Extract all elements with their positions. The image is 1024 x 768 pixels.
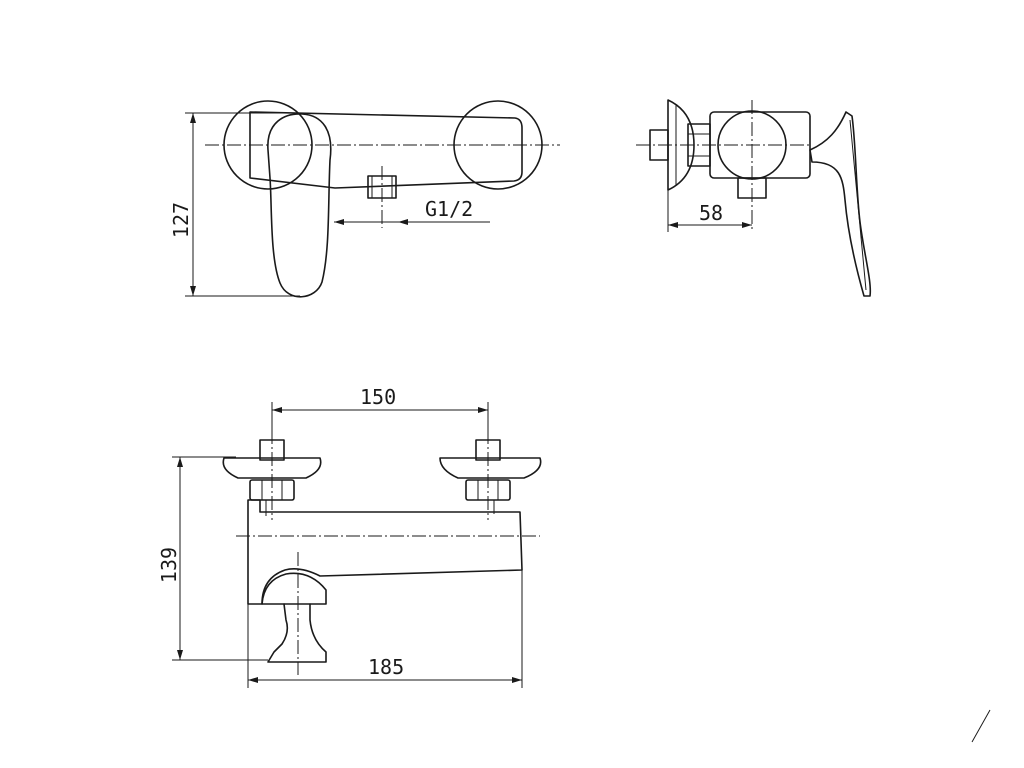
left-eccentric-flange: [222, 457, 322, 479]
top-lever: [261, 572, 327, 605]
front-view: 127 G1/2: [169, 100, 560, 298]
side-view: 58: [636, 99, 872, 297]
dim-127-label: 127: [169, 202, 193, 238]
right-eccentric-flange: [439, 457, 542, 479]
dim-58-label: 58: [699, 201, 723, 225]
mixer-body: [249, 111, 523, 189]
corner-mark: [971, 709, 991, 743]
top-body: [247, 499, 523, 605]
side-lever: [809, 111, 872, 297]
dim-185-label: 185: [368, 655, 404, 679]
dim-150-label: 150: [360, 385, 396, 409]
dim-139-label: 139: [157, 547, 181, 583]
lever-handle: [267, 113, 332, 298]
top-view: 150 139 185: [157, 385, 542, 688]
thread-label: G1/2: [425, 197, 473, 221]
